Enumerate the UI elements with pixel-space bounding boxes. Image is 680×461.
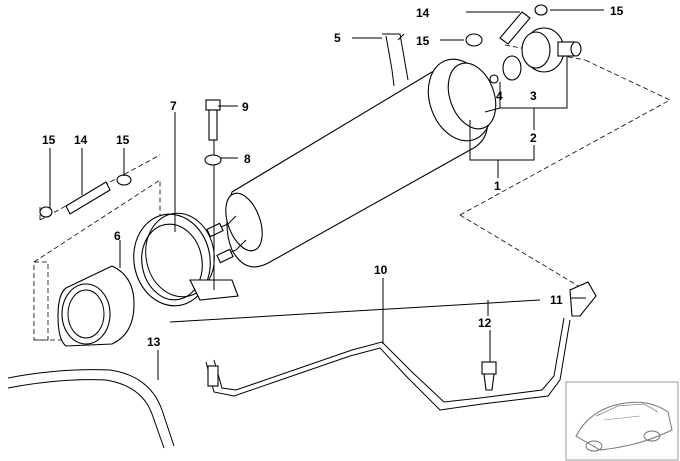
part-label-13: 13: [147, 335, 161, 349]
part-label-7: 7: [170, 99, 177, 113]
part-label-5: 5: [334, 31, 341, 45]
part-label-4: 4: [496, 89, 503, 103]
part-label-11: 11: [550, 293, 563, 307]
part-label-1: 1: [494, 179, 501, 193]
part-number-labels: 1 2 3 4 5 6 7 8 9 10 11 12 13 14 14 15 1…: [42, 4, 624, 349]
part-label-9: 9: [242, 100, 249, 114]
vehicle-location-thumbnail: [565, 381, 679, 461]
part-label-15-left-b: 15: [116, 133, 130, 147]
rubber-mounting-ring: [57, 265, 135, 347]
leader-lines: [119, 9, 604, 380]
part-label-10: 10: [374, 263, 388, 277]
part-label-3: 3: [530, 89, 537, 103]
part-label-14-top: 14: [416, 6, 430, 20]
fuel-filter-housing: [206, 58, 501, 268]
left-hose-and-clamps: [39, 148, 132, 218]
part-label-15-top-right: 15: [610, 4, 624, 18]
part-label-15-left-a: 15: [42, 133, 56, 147]
part-label-2: 2: [530, 131, 537, 145]
part-label-14-left: 14: [74, 133, 88, 147]
part-label-6: 6: [114, 229, 121, 243]
fuel-lines: [7, 281, 597, 449]
part-label-8: 8: [244, 152, 251, 166]
line-holder-clip: [481, 361, 497, 391]
part-label-15-top-mid: 15: [416, 34, 430, 48]
retaining-clip: [382, 33, 409, 87]
part-label-12: 12: [478, 316, 492, 330]
pressure-regulator: [489, 27, 582, 84]
filter-clamp-bracket: [133, 99, 239, 307]
